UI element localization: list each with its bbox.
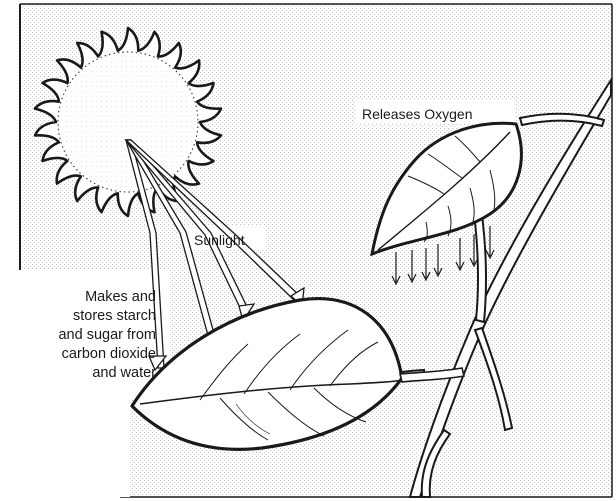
- makes-stores-label: Makes and stores starch and sugar from c…: [10, 288, 156, 383]
- sunlight-label: Sunlight: [194, 232, 245, 248]
- releases-oxygen-label: Releases Oxygen: [362, 106, 473, 122]
